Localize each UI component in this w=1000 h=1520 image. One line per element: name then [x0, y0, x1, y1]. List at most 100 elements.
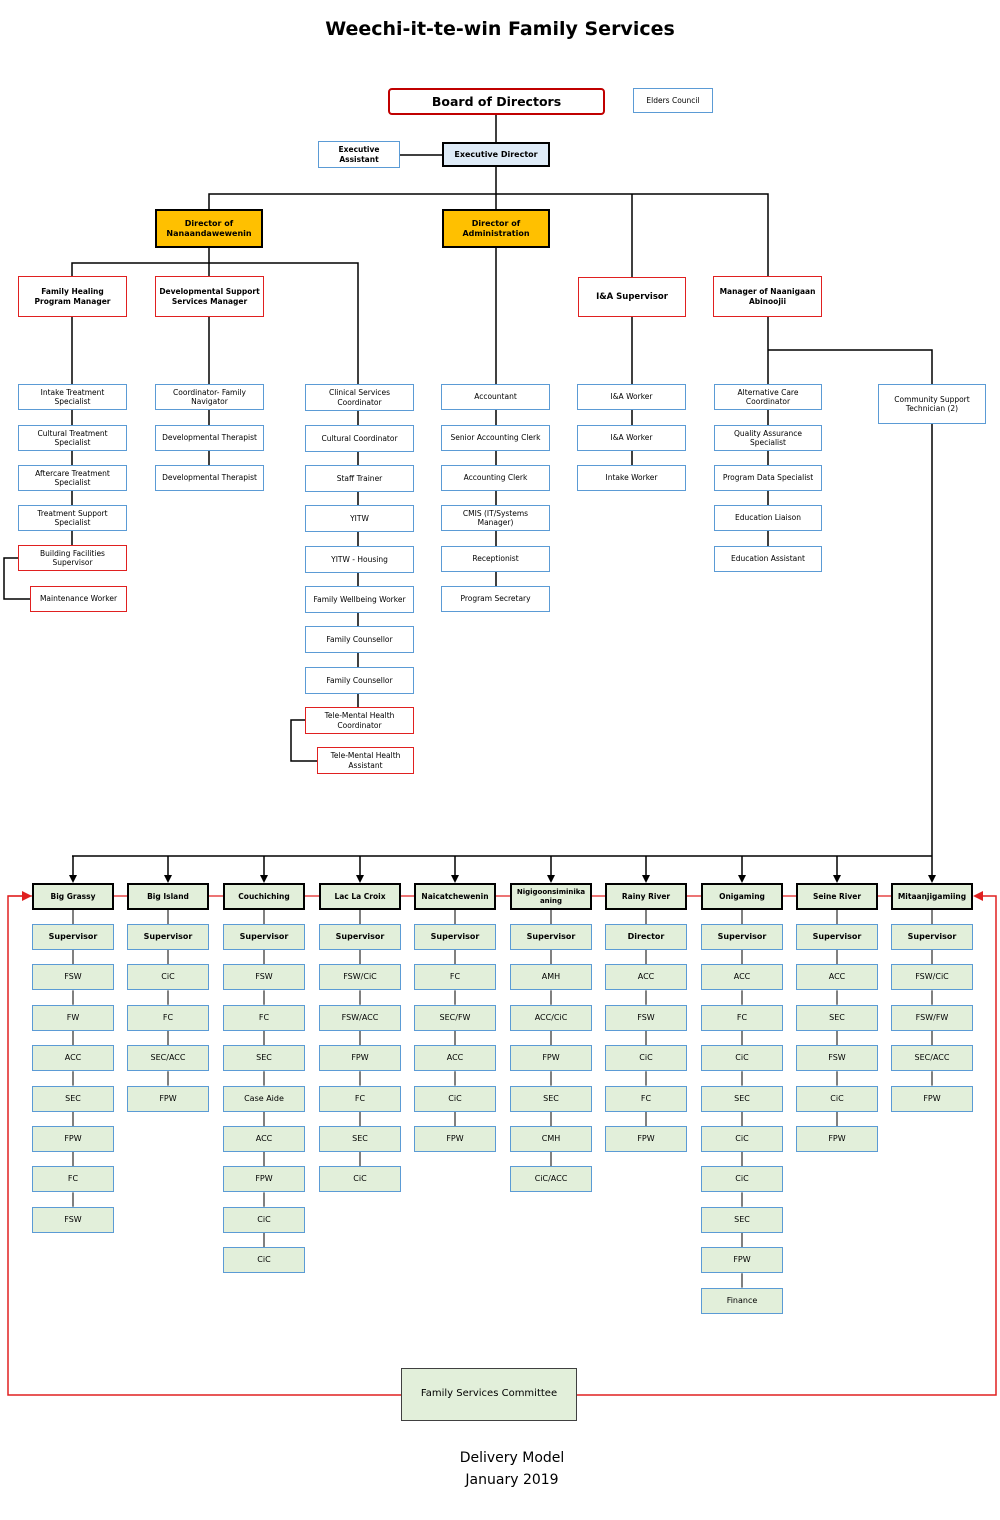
community-role: SEC/ACC: [127, 1045, 209, 1072]
community-header: Big Island: [127, 883, 209, 910]
community-role: FPW: [223, 1166, 305, 1193]
family-healing-manager: Family Healing Program Manager: [18, 276, 127, 317]
page-title: Weechi-it-te-win Family Services: [325, 18, 675, 40]
family_healing-role-5: Maintenance Worker: [30, 586, 127, 612]
footer-line1: Delivery Model: [459, 1450, 565, 1466]
connector-line: [768, 349, 933, 384]
arrow-head-right: [973, 891, 983, 901]
community-role: CiC/ACC: [510, 1166, 592, 1193]
connector-line: [290, 719, 317, 762]
community-role: Supervisor: [319, 924, 401, 950]
community-role: FC: [605, 1085, 687, 1112]
community-role: CiC: [414, 1085, 496, 1112]
family_healing-role-3: Treatment Support Specialist: [18, 505, 127, 531]
community-role: Supervisor: [891, 924, 973, 950]
community-role: CiC: [223, 1247, 305, 1274]
community-role: CiC: [796, 1085, 878, 1112]
arrow-head: [928, 875, 936, 883]
clinical-role-2: Staff Trainer: [305, 465, 414, 492]
arrow-head: [833, 875, 841, 883]
community-role: Supervisor: [701, 924, 783, 950]
community-role: FC: [414, 964, 496, 991]
community-role: ACC: [701, 964, 783, 991]
dev-support-manager: Developmental Support Services Manager: [155, 276, 264, 317]
family_healing-role-2: Aftercare Treatment Specialist: [18, 465, 127, 491]
community-header: Lac La Croix: [319, 883, 401, 910]
clinical-role-8: Tele-Mental Health Coordinator: [305, 707, 414, 734]
community-role: Supervisor: [414, 924, 496, 950]
community-role: FSW/ACC: [319, 1004, 401, 1031]
community-role: Supervisor: [796, 924, 878, 950]
clinical-role-5: Family Wellbeing Worker: [305, 586, 414, 613]
ia-supervisor: I&A Supervisor: [578, 277, 686, 317]
community-role: SEC/FW: [414, 1004, 496, 1031]
community-role: FSW: [223, 964, 305, 991]
dev_support-role-0: Coordinator- Family Navigator: [155, 384, 264, 410]
connector-line: [3, 557, 30, 600]
community-role: FSW: [796, 1045, 878, 1072]
community-role: FC: [32, 1166, 114, 1193]
arrow-head: [451, 875, 459, 883]
community-header: Rainy River: [605, 883, 687, 910]
admin-role-2: Accounting Clerk: [441, 465, 550, 491]
connector-line: [7, 895, 401, 1396]
community-role: ACC: [796, 964, 878, 991]
connector-line: [208, 193, 769, 276]
family_healing-role-0: Intake Treatment Specialist: [18, 384, 127, 410]
admin-role-3: CMIS (IT/Systems Manager): [441, 505, 550, 531]
ia-role-2: Intake Worker: [577, 465, 686, 491]
community-role: SEC: [32, 1085, 114, 1112]
board-of-directors: Board of Directors: [388, 88, 605, 115]
community-role: FPW: [510, 1045, 592, 1072]
community-role: CiC: [701, 1045, 783, 1072]
community-role: FPW: [891, 1085, 973, 1112]
community-role: CiC: [223, 1206, 305, 1233]
clinical-role-1: Cultural Coordinator: [305, 425, 414, 452]
admin-role-0: Accountant: [441, 384, 550, 410]
connector-line: [577, 895, 997, 1396]
arrow-head: [260, 875, 268, 883]
community-role: FC: [319, 1085, 401, 1112]
community-role: CiC: [605, 1045, 687, 1072]
community-role: ACC: [414, 1045, 496, 1072]
community-role: SEC: [319, 1126, 401, 1152]
community-role: CiC: [701, 1166, 783, 1193]
family-services-committee: Family Services Committee: [401, 1368, 577, 1421]
community-header: Mitaanjigamiing: [891, 883, 973, 910]
community-role: ACC/CiC: [510, 1004, 592, 1031]
community-role: CMH: [510, 1126, 592, 1152]
ia-role-1: I&A Worker: [577, 425, 686, 451]
community-role: FPW: [605, 1126, 687, 1152]
naanigaan-role-0: Alternative Care Coordinator: [714, 384, 822, 410]
admin-role-4: Receptionist: [441, 546, 550, 572]
community-header: Seine River: [796, 883, 878, 910]
community-role: Supervisor: [223, 924, 305, 950]
clinical-role-6: Family Counsellor: [305, 626, 414, 653]
clinical-role-4: YITW - Housing: [305, 546, 414, 573]
community-role: CiC: [701, 1126, 783, 1152]
community-role: FPW: [32, 1126, 114, 1152]
arrow-head-left: [22, 891, 32, 901]
footer-line2: January 2019: [465, 1472, 559, 1488]
community-role: ACC: [223, 1126, 305, 1152]
clinical-role-0: Clinical Services Coordinator: [305, 384, 414, 411]
community-role: SEC: [223, 1045, 305, 1072]
community-role: Supervisor: [510, 924, 592, 950]
community-role: FSW: [32, 964, 114, 991]
community-role: FC: [223, 1004, 305, 1031]
community-role: FW: [32, 1004, 114, 1031]
community-role: Director: [605, 924, 687, 950]
community-header: Onigaming: [701, 883, 783, 910]
community-role: FC: [701, 1004, 783, 1031]
community-role: Finance: [701, 1287, 783, 1314]
community-role: FPW: [796, 1126, 878, 1152]
naanigaan-role-1: Quality Assurance Specialist: [714, 425, 822, 451]
family_healing-role-4: Building Facilities Supervisor: [18, 545, 127, 571]
executive-assistant: Executive Assistant: [318, 141, 400, 168]
clinical-role-9: Tele-Mental Health Assistant: [317, 747, 414, 774]
executive-director: Executive Director: [442, 142, 550, 167]
community-role: FSW/CiC: [891, 964, 973, 991]
community-role: ACC: [32, 1045, 114, 1072]
community-role: Case Aide: [223, 1085, 305, 1112]
arrow-head: [69, 875, 77, 883]
